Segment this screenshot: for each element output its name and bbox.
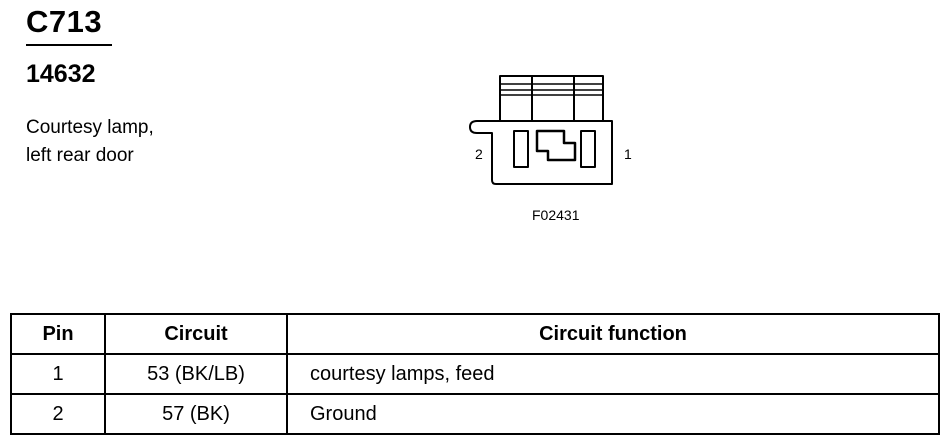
- circuit-cell: 53 (BK/LB): [104, 353, 288, 395]
- circuit-cell: 57 (BK): [104, 393, 288, 435]
- connector-id: C713: [26, 4, 103, 39]
- function-cell: courtesy lamps, feed: [286, 353, 940, 395]
- table-header-row: Pin Circuit Circuit function: [10, 313, 940, 355]
- pin-cell: 1: [10, 353, 106, 395]
- description-line: left rear door: [26, 145, 134, 166]
- connector-description: Courtesy lamp, left rear door: [26, 114, 154, 170]
- pin-cell: 2: [10, 393, 106, 435]
- pin-table: Pin Circuit Circuit function 1 53 (BK/LB…: [10, 313, 940, 435]
- column-header-circuit: Circuit: [104, 313, 288, 355]
- figure-code: F02431: [532, 207, 580, 223]
- part-number: 14632: [26, 60, 96, 88]
- function-cell: Ground: [286, 393, 940, 435]
- table-row: 2 57 (BK) Ground: [10, 393, 940, 435]
- column-header-pin: Pin: [10, 313, 106, 355]
- pin-1-label: 1: [624, 146, 632, 162]
- connector-face-diagram: [469, 75, 613, 185]
- pin-2-label: 2: [475, 146, 483, 162]
- column-header-circuit-function: Circuit function: [286, 313, 940, 355]
- connector-id-underline: [26, 44, 112, 46]
- description-line: Courtesy lamp,: [26, 117, 154, 138]
- table-row: 1 53 (BK/LB) courtesy lamps, feed: [10, 353, 940, 395]
